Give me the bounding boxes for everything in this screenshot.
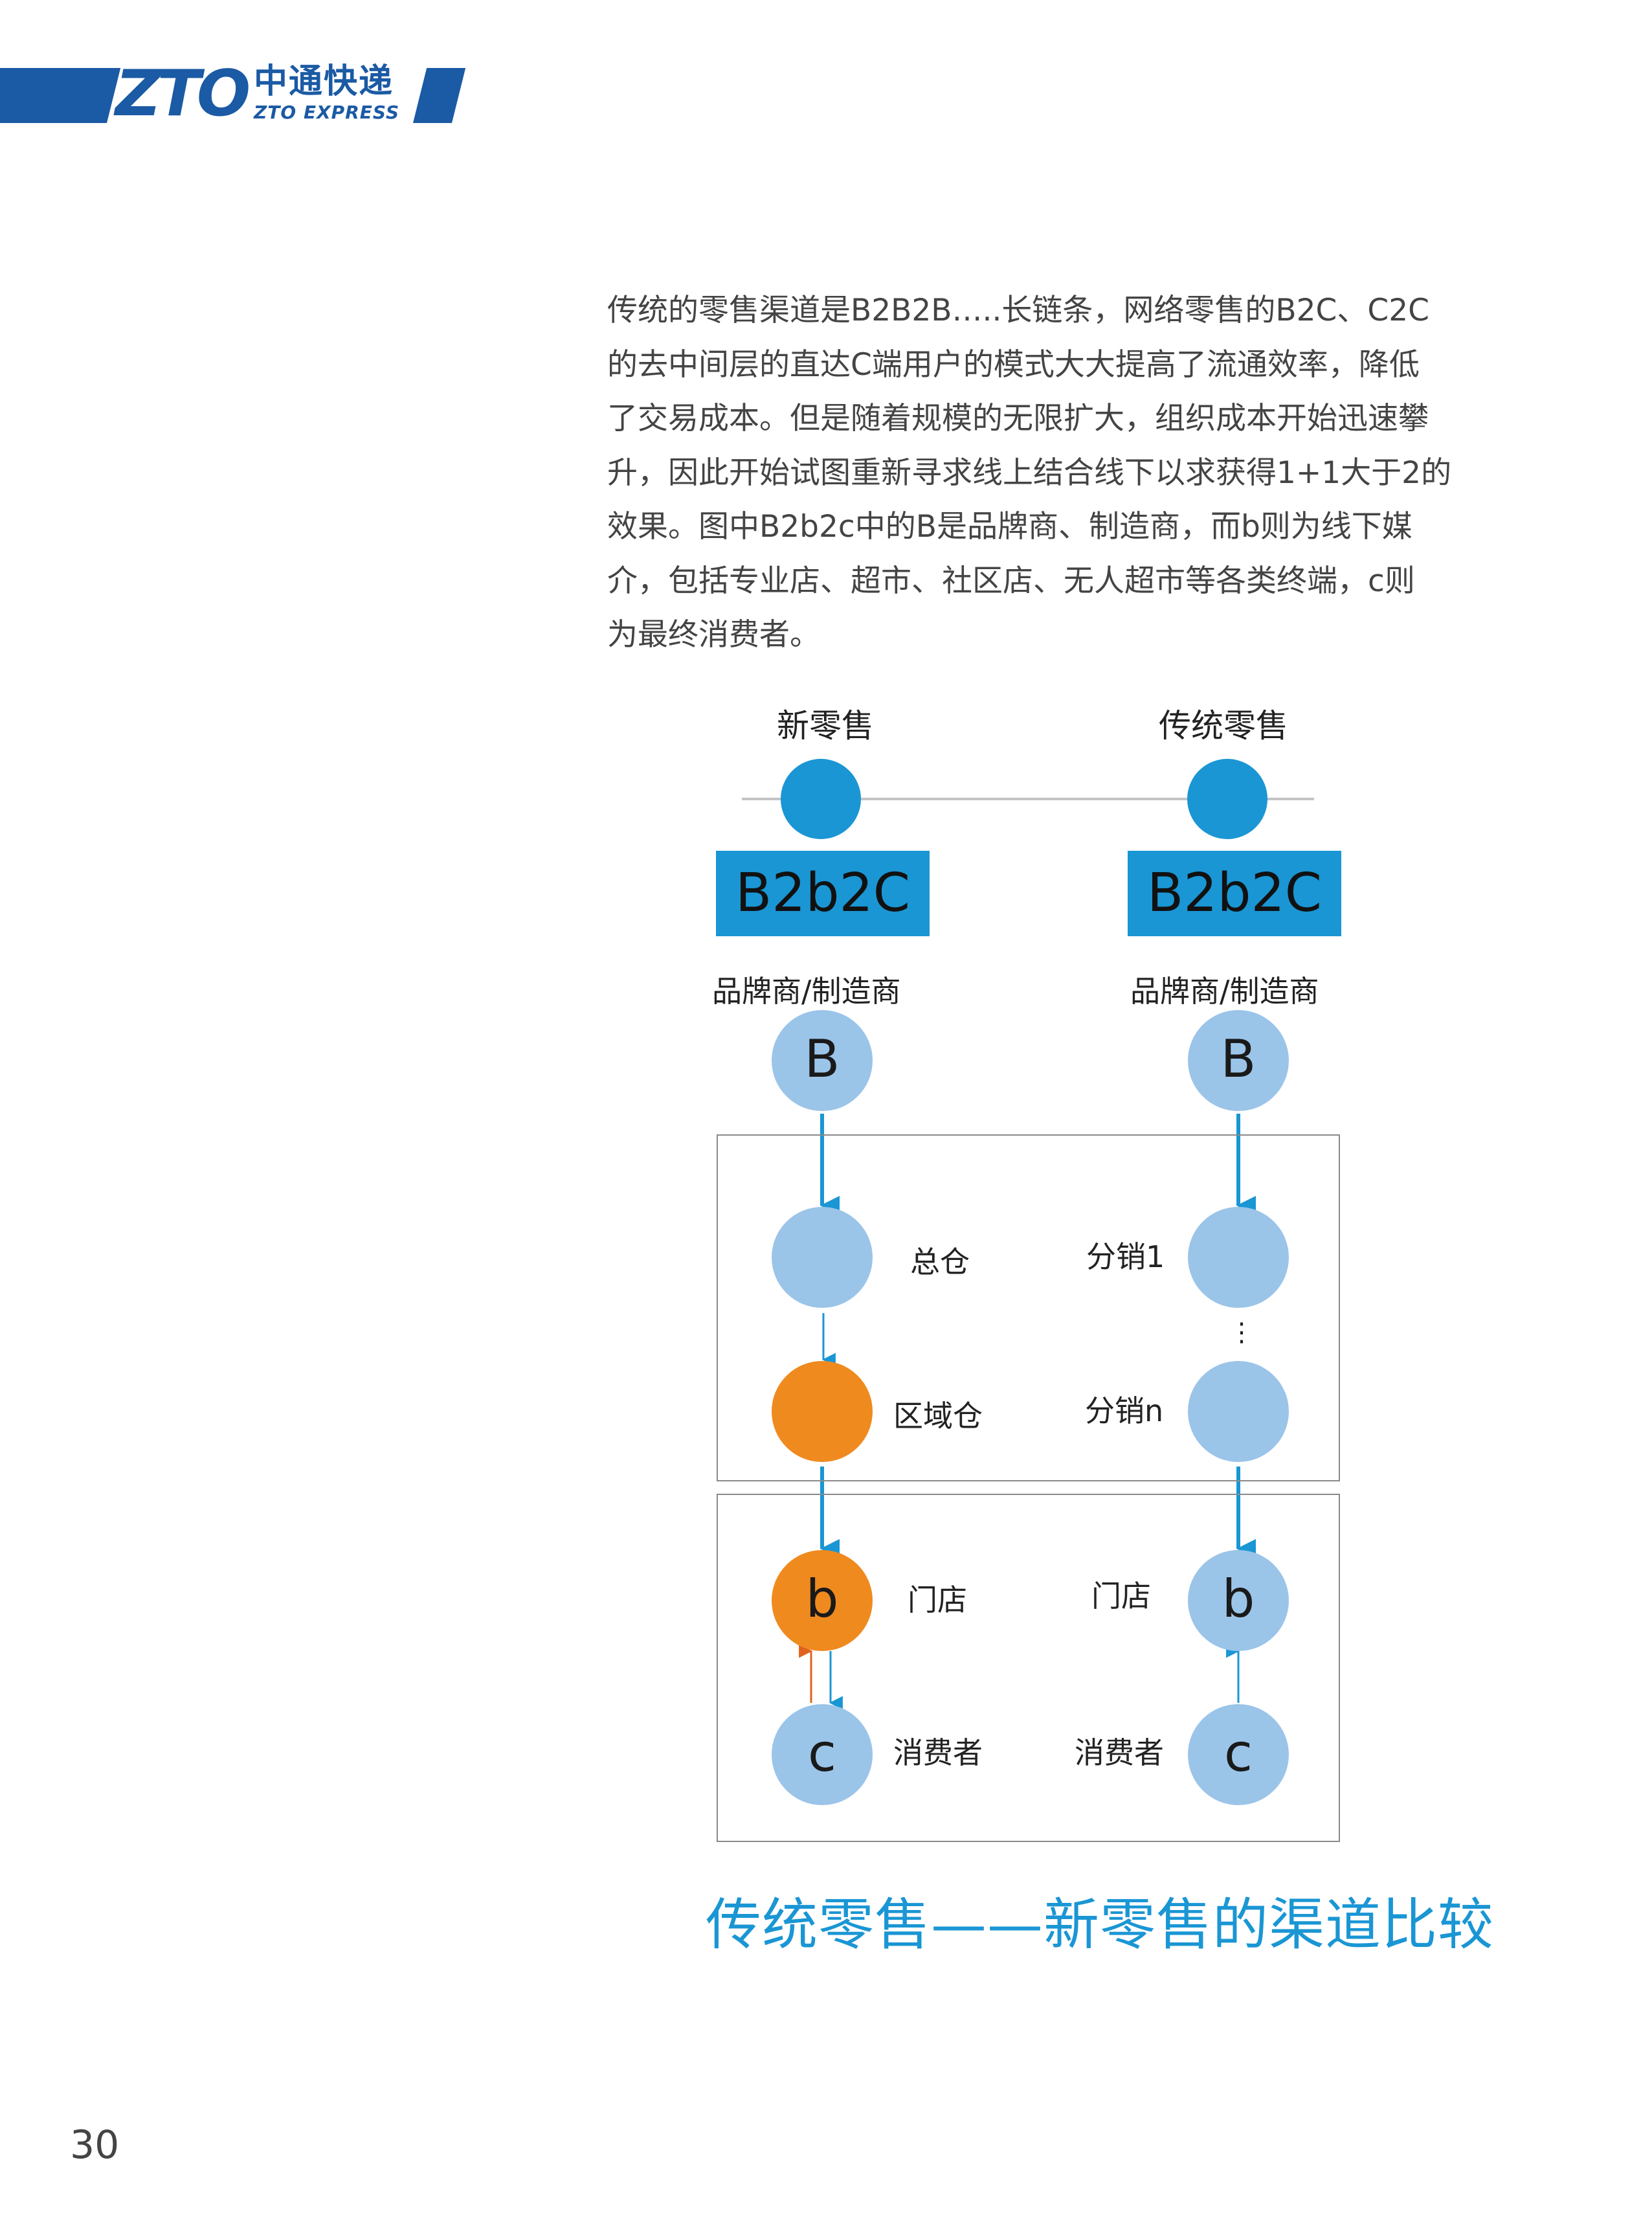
right-consumer-node: c — [1188, 1704, 1289, 1805]
left-store-label: 门店 — [908, 1582, 967, 1617]
paragraph-line: 效果。图中B2b2c中的B是品牌商、制造商，而b则为线下媒 — [607, 509, 1412, 545]
distributor-n-node — [1188, 1361, 1289, 1462]
warehouse-node — [772, 1207, 873, 1308]
right-column-title: 传统零售 — [1159, 707, 1288, 745]
paragraph-line: 传统的零售渠道是B2B2B…..长链条，网络零售的B2C、C2C — [607, 293, 1429, 328]
left-column-title: 新零售 — [777, 707, 874, 745]
distributor-n-label: 分销n — [1085, 1393, 1164, 1428]
paragraph-line: 介，包括专业店、超市、社区店、无人超市等各类终端，c则 — [607, 563, 1415, 599]
logo-chinese-name: 中通快递 — [254, 62, 394, 101]
figure-caption: 传统零售——新零售的渠道比较 — [706, 1893, 1494, 1957]
warehouse-label: 总仓 — [910, 1244, 970, 1279]
left-brand-node: B — [772, 1010, 873, 1111]
retail-frame — [717, 1494, 1340, 1842]
distributor-1-label: 分销1 — [1086, 1239, 1165, 1274]
page-number: 30 — [70, 2122, 120, 2168]
left-timeline-dot — [781, 759, 861, 839]
left-model-box: B2b2C — [716, 851, 930, 936]
right-timeline-dot — [1187, 759, 1267, 839]
right-consumer-label: 消费者 — [1075, 1735, 1164, 1770]
left-consumer-node: c — [772, 1704, 873, 1805]
paragraph-line: 升，因此开始试图重新寻求线上结合线下以求获得1+1大于2的 — [607, 455, 1452, 491]
right-brand-node: B — [1188, 1010, 1289, 1111]
paragraph-line: 了交易成本。但是随着规模的无限扩大，组织成本开始迅速攀 — [607, 401, 1429, 436]
right-store-label: 门店 — [1091, 1579, 1151, 1613]
right-brand-label: 品牌商/制造商 — [1130, 974, 1319, 1009]
regional-warehouse-label: 区域仓 — [893, 1399, 983, 1433]
left-brand-label: 品牌商/制造商 — [712, 974, 901, 1009]
left-store-node: b — [772, 1550, 873, 1651]
logo-english-name: ZTO EXPRESS — [254, 102, 400, 123]
distributor-1-node — [1188, 1207, 1289, 1308]
logo-mark: ZTO — [115, 57, 251, 131]
right-store-node: b — [1188, 1550, 1289, 1651]
distributor-ellipsis: ⋮ — [1229, 1318, 1255, 1347]
paragraph-line: 的去中间层的直达C端用户的模式大大提高了流通效率，降低 — [607, 346, 1420, 383]
regional-warehouse-node — [772, 1361, 873, 1462]
right-model-box: B2b2C — [1128, 851, 1341, 936]
left-consumer-label: 消费者 — [893, 1735, 983, 1770]
paragraph-line: 为最终消费者。 — [607, 617, 820, 653]
supply-chain-frame — [717, 1134, 1340, 1481]
body-paragraph: 传统的零售渠道是B2B2B…..长链条，网络零售的B2C、C2C 的去中间层的直… — [607, 284, 1513, 662]
